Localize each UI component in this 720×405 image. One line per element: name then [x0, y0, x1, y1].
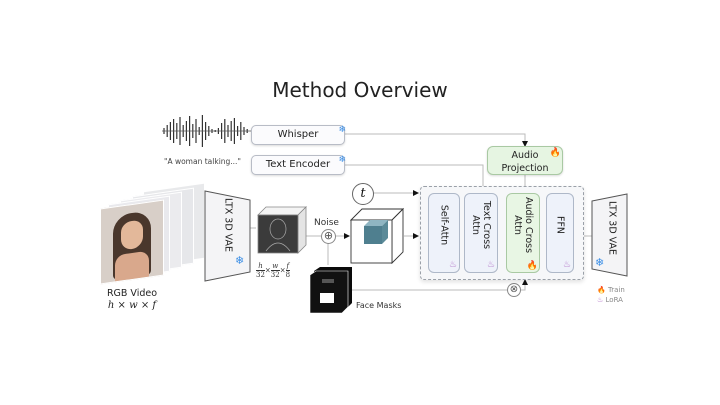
rgb-video-label: RGB Video — [106, 288, 158, 299]
vae-decoder-label-wrap: LTX 3D VAE ❄ — [591, 193, 629, 277]
vae-decoder-label: LTX 3D VAE — [606, 201, 618, 256]
rgb-video-stack — [96, 183, 206, 285]
snowflake-icon: ❄ — [235, 254, 245, 267]
text-to-crossattn-line — [345, 164, 486, 195]
text-encoder-label: Text Encoder — [265, 159, 331, 170]
layer-self-attn: Self-Attn ♨ — [428, 193, 460, 273]
noise-block — [364, 226, 382, 244]
snowflake-icon: ❄ — [338, 155, 346, 165]
layer-ffn: FFN ♨ — [546, 193, 574, 273]
layer-label: Self-Attn — [438, 205, 450, 246]
latent-cube — [257, 206, 307, 254]
vae-encoder — [204, 190, 251, 282]
audio-projection: Audio Projection 🔥 — [487, 146, 563, 175]
noise-label: Noise — [314, 218, 339, 228]
whisper-encoder: Whisper ❄ — [251, 125, 346, 145]
timestep-circle: t — [352, 183, 374, 205]
face-masks-icon — [309, 267, 352, 314]
multiply-to-audioattn-line — [520, 279, 528, 291]
latent-face-image — [257, 214, 299, 254]
whisper-to-projection-line — [345, 133, 528, 147]
text-encoder: Text Encoder ❄ — [251, 155, 346, 175]
lora-flame-icon: ♨ — [562, 260, 571, 270]
vae-encoder-label: LTX 3D VAE — [222, 197, 234, 252]
flame-icon: 🔥 — [549, 148, 561, 158]
train-flame-icon: 🔥 — [526, 261, 538, 271]
audio-projection-line2: Projection — [501, 163, 549, 174]
legend-lora-label: LoRA — [605, 296, 623, 304]
lora-flame-icon: ♨ — [597, 296, 604, 304]
legend-lora: ♨ LoRA — [597, 296, 623, 304]
mask-multiply-icon: ⊗ — [507, 283, 521, 297]
legend-train-label: Train — [607, 286, 625, 294]
snowflake-icon: ❄ — [338, 125, 346, 135]
audio-caption: "A woman talking..." — [164, 157, 241, 166]
vae-encoder-label-wrap: LTX 3D VAE ❄ — [204, 190, 252, 282]
audio-waveform-icon — [162, 115, 252, 147]
video-frame-image — [100, 199, 164, 285]
lora-flame-icon: ♨ — [448, 260, 457, 270]
lora-flame-icon: ♨ — [486, 260, 495, 270]
snowflake-icon: ❄ — [595, 256, 605, 269]
face-masks-label: Face Masks — [356, 301, 402, 310]
whisper-label: Whisper — [277, 129, 319, 140]
vae-decoder — [591, 193, 628, 277]
legend-train: 🔥 Train — [597, 286, 625, 294]
noisy-latent-cube — [349, 207, 405, 265]
audio-projection-line1: Audio — [511, 150, 539, 161]
diagram-title: Method Overview — [272, 78, 448, 102]
layer-label: FFN — [554, 216, 566, 235]
train-flame-icon: 🔥 — [597, 286, 606, 294]
video-dims: h × w × f — [107, 300, 157, 311]
noise-add-icon: ⊕ — [321, 229, 336, 244]
